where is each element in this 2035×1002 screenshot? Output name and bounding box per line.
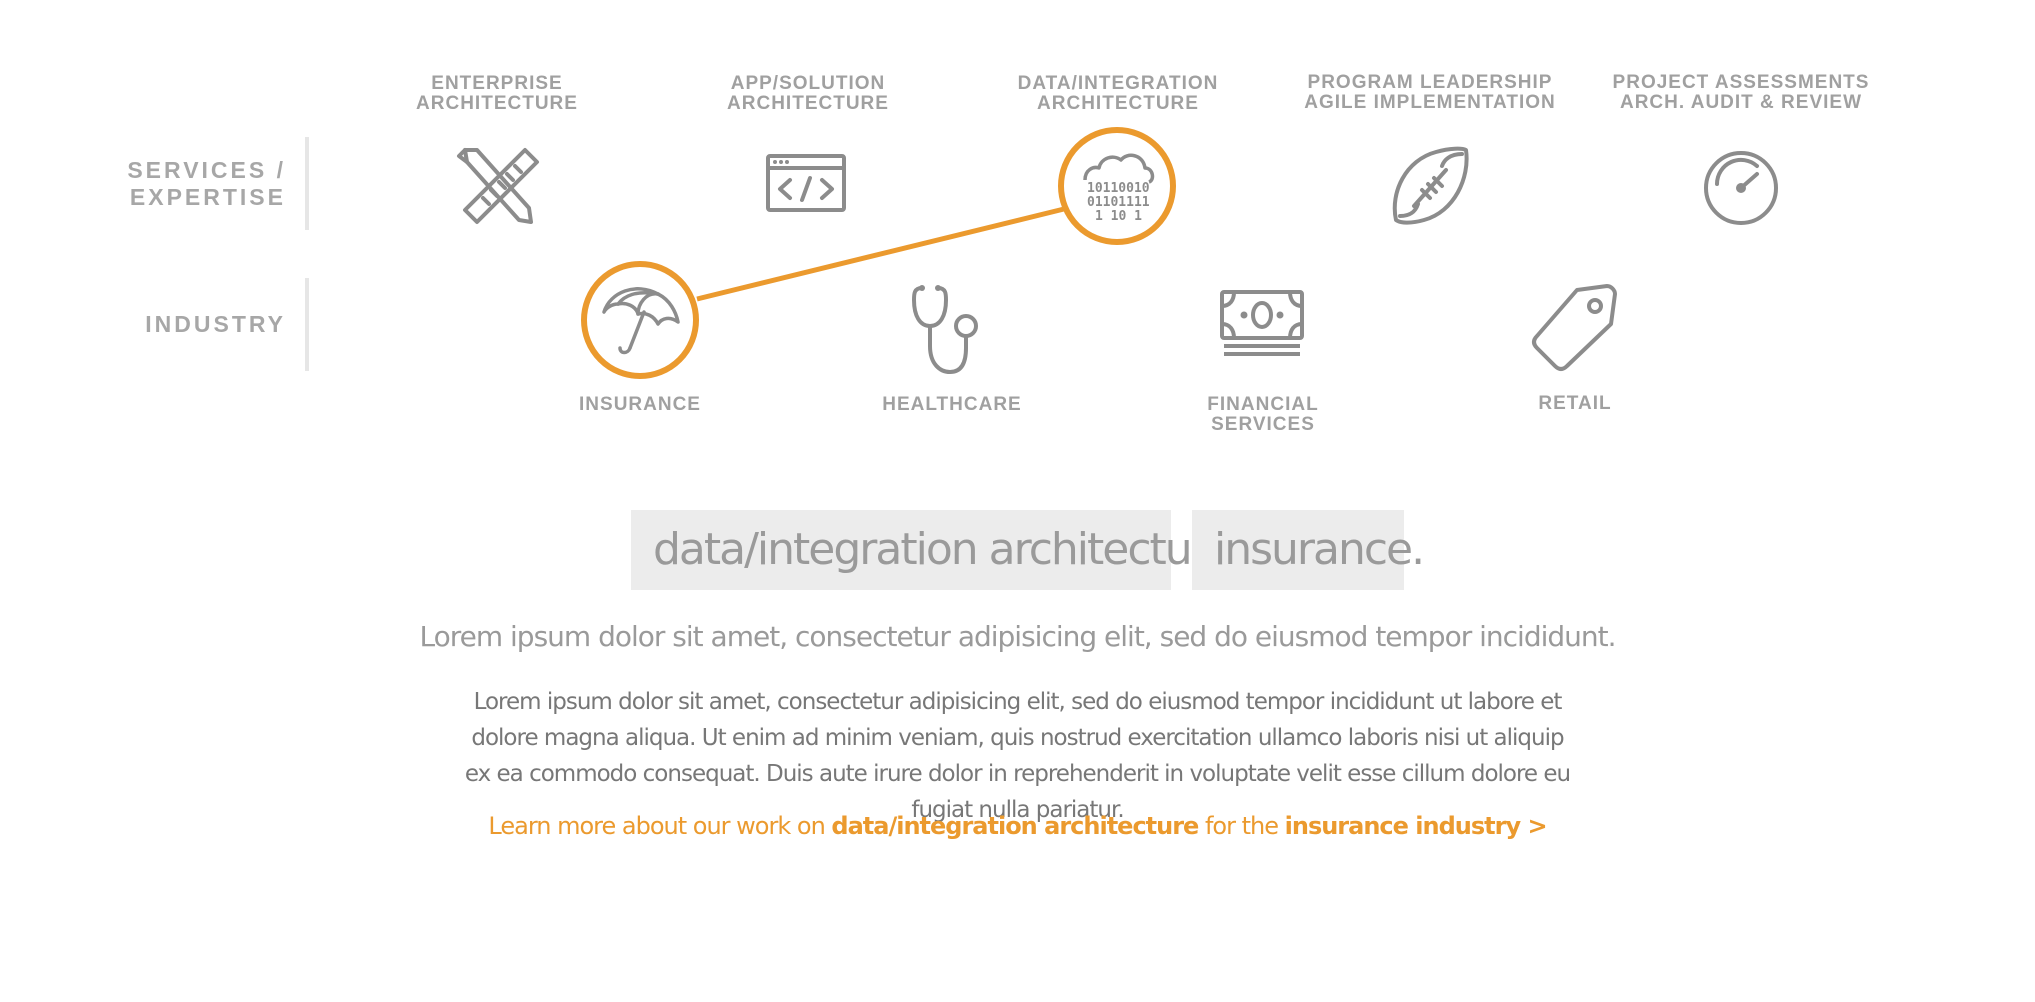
service-data-integration-architecture[interactable]: DATA/INTEGRATION ARCHITECTURE 10110010 0…: [968, 60, 1268, 250]
industry-retail-line1: RETAIL: [1538, 393, 1612, 414]
learn-more-line: Learn more about our work on data/integr…: [0, 812, 2035, 840]
stethoscope-icon: [890, 270, 1010, 390]
service-app-line2: ARCHITECTURE: [727, 93, 889, 114]
svg-text:01101111: 01101111: [1087, 195, 1150, 210]
service-app-line1: APP/SOLUTION: [730, 73, 886, 94]
price-tag-icon: [1515, 268, 1635, 388]
services-label-line2: EXPERTISE: [129, 184, 286, 210]
service-enterprise-line1: ENTERPRISE: [431, 73, 563, 94]
service-app-solution-architecture[interactable]: APP/SOLUTION ARCHITECTURE: [658, 60, 958, 240]
industry-insurance-line1: INSURANCE: [579, 394, 701, 415]
industry-row-divider: [305, 278, 309, 371]
banknote-icon: [1202, 268, 1322, 388]
services-label-line1: SERVICES /: [127, 157, 286, 183]
lead-paragraph: Lorem ipsum dolor sit amet, consectetur …: [419, 620, 1616, 653]
service-project-line2: ARCH. AUDIT & REVIEW: [1619, 92, 1863, 113]
industry-financial-line1: FINANCIAL: [1207, 394, 1319, 415]
umbrella-icon: [580, 260, 700, 380]
service-data-line2: ARCHITECTURE: [1037, 93, 1199, 114]
industry-healthcare-line1: HEALTHCARE: [882, 394, 1022, 415]
service-program-leadership[interactable]: PROGRAM LEADERSHIP AGILE IMPLEMENTATION: [1280, 60, 1580, 240]
services-row-divider: [305, 137, 309, 230]
service-project-line1: PROJECT ASSESSMENTS: [1612, 72, 1870, 93]
industry-retail[interactable]: RETAIL: [1425, 250, 1725, 430]
svg-text:1 10 1: 1 10 1: [1095, 209, 1142, 224]
body-paragraph: Lorem ipsum dolor sit amet, consectetur …: [464, 689, 1571, 823]
learn-more-mid: for the: [1198, 812, 1285, 840]
industry-row-label: INDUSTRY: [145, 311, 286, 337]
learn-more-service-link[interactable]: data/integration architecture: [831, 812, 1199, 840]
pencil-ruler-icon: [437, 126, 557, 246]
industry-insurance[interactable]: INSURANCE: [490, 250, 790, 430]
selected-service-tag: data/integration architecture.: [631, 510, 1245, 590]
service-project-assessments[interactable]: PROJECT ASSESSMENTS ARCH. AUDIT & REVIEW: [1591, 60, 1891, 240]
code-window-icon: [746, 124, 866, 244]
learn-more-industry-link[interactable]: insurance industry >: [1284, 812, 1548, 840]
services-row-label: SERVICES / EXPERTISE: [100, 157, 286, 211]
industry-healthcare[interactable]: HEALTHCARE: [802, 250, 1102, 430]
gauge-icon: [1681, 128, 1801, 248]
service-program-line1: PROGRAM LEADERSHIP: [1307, 72, 1553, 93]
selected-industry-tag: insurance.: [1192, 510, 1425, 590]
service-enterprise-line2: ARCHITECTURE: [416, 93, 578, 114]
industry-financial-line2: SERVICES: [1211, 414, 1315, 435]
football-icon: [1370, 126, 1490, 246]
industry-financial-services[interactable]: FINANCIAL SERVICES: [1113, 250, 1413, 440]
svg-text:10110010: 10110010: [1087, 181, 1150, 196]
service-data-line1: DATA/INTEGRATION: [1017, 73, 1219, 94]
service-enterprise-architecture[interactable]: ENTERPRISE ARCHITECTURE: [347, 60, 647, 240]
cloud-data-icon: 10110010 01101111 1 10 1: [1057, 126, 1177, 246]
learn-more-prefix: Learn more about our work on: [488, 812, 832, 840]
service-program-line2: AGILE IMPLEMENTATION: [1304, 92, 1556, 113]
